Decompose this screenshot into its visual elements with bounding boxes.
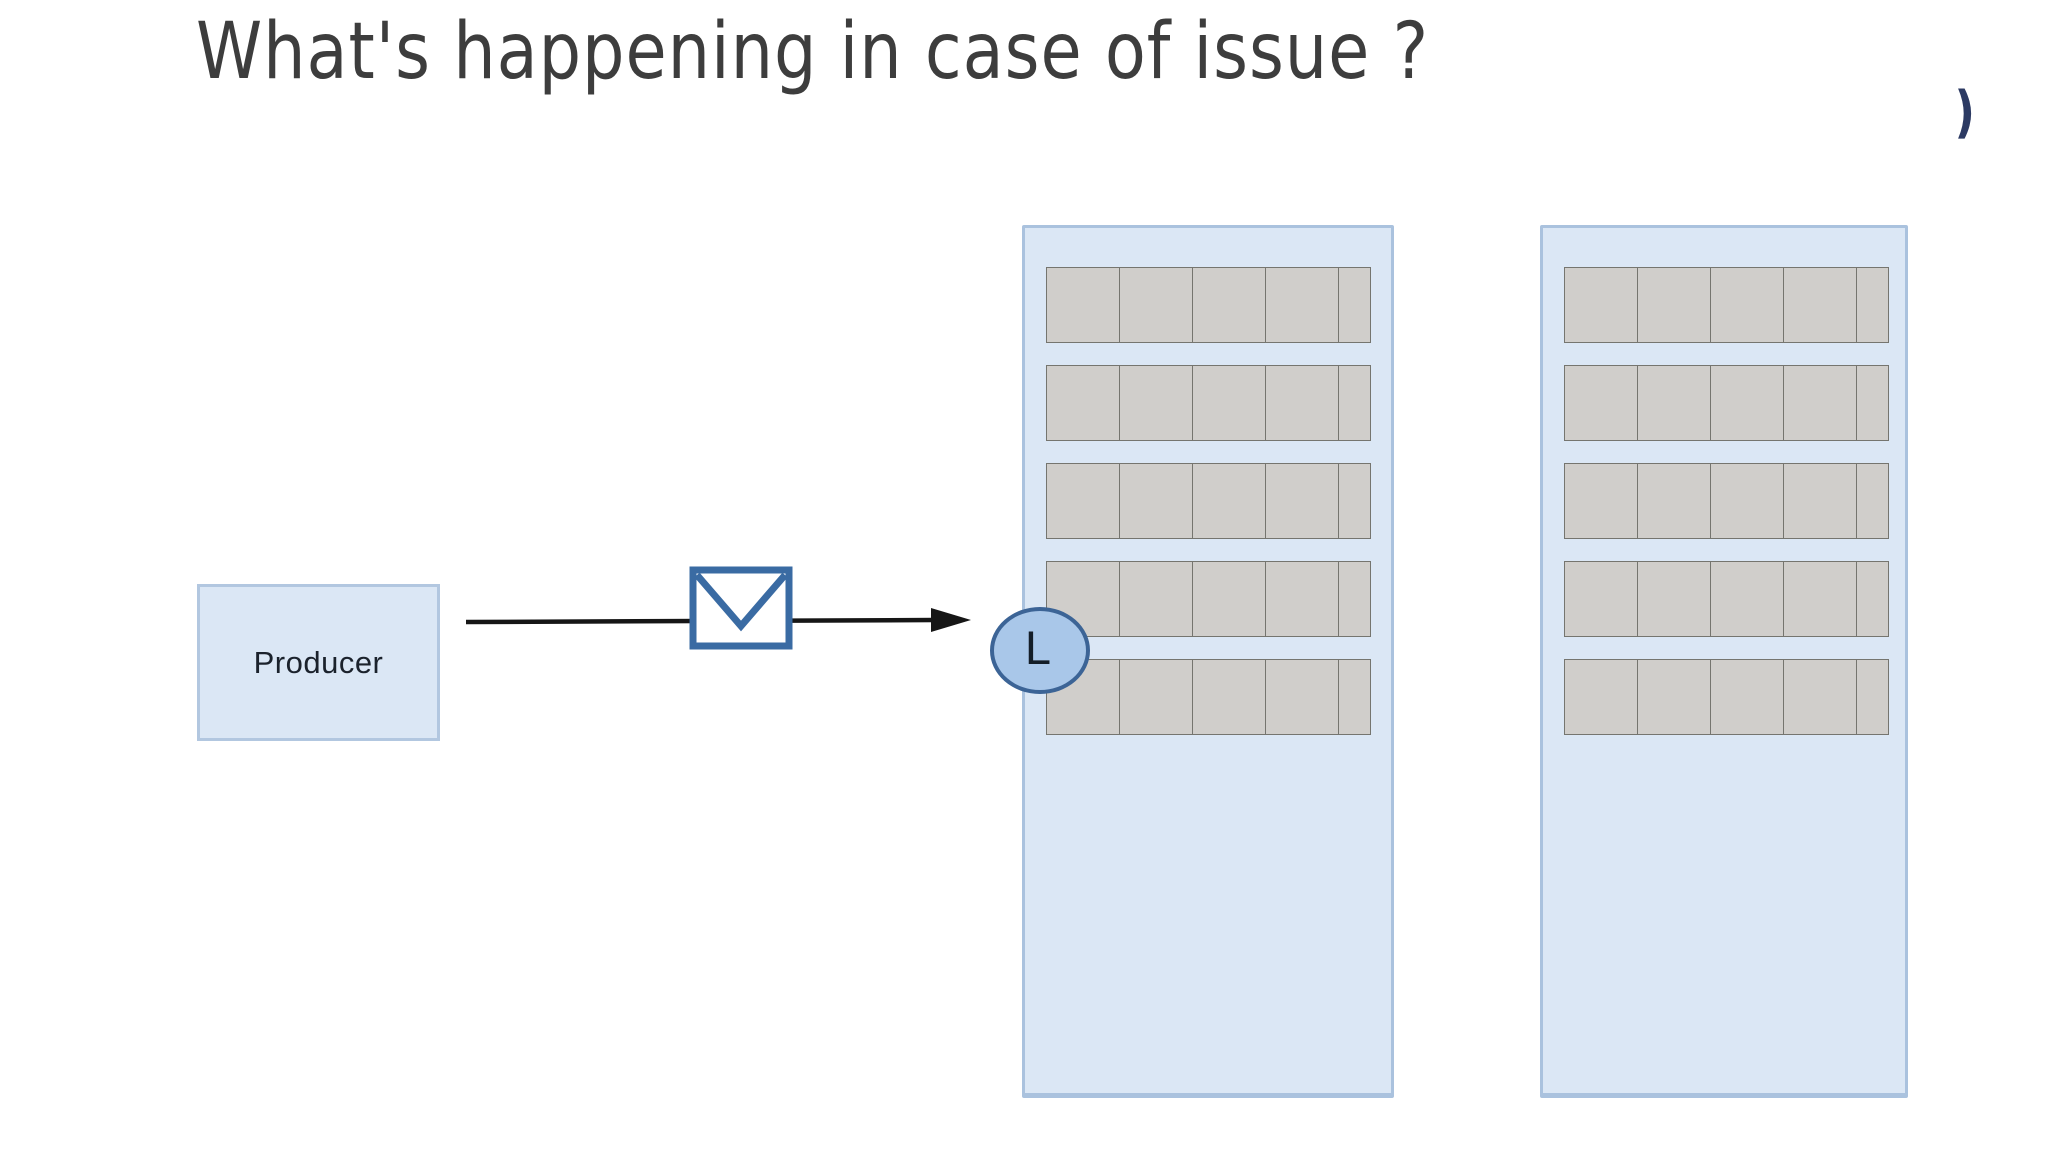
- log-segment: [1710, 267, 1785, 343]
- log-segment: [1783, 463, 1858, 539]
- log-segment: [1046, 365, 1121, 441]
- log-segment: [1192, 365, 1267, 441]
- log-segment-partial: [1856, 463, 1889, 539]
- partition-row: [1564, 365, 1889, 441]
- log-segment: [1265, 561, 1340, 637]
- log-segment: [1119, 267, 1194, 343]
- log-segment: [1192, 659, 1267, 735]
- partition-row: [1564, 463, 1889, 539]
- log-segment: [1265, 267, 1340, 343]
- envelope-icon: [689, 566, 793, 650]
- log-segment-partial: [1856, 267, 1889, 343]
- log-segment: [1265, 365, 1340, 441]
- log-segment-partial: [1856, 365, 1889, 441]
- log-segment: [1710, 659, 1785, 735]
- log-segment: [1637, 561, 1712, 637]
- leader-badge: L: [990, 607, 1090, 694]
- log-segment: [1710, 561, 1785, 637]
- log-segment: [1119, 365, 1194, 441]
- producer-node: Producer: [197, 584, 440, 741]
- log-segment: [1119, 463, 1194, 539]
- log-segment: [1564, 659, 1639, 735]
- partition-row: [1564, 267, 1889, 343]
- log-segment: [1564, 365, 1639, 441]
- partition-row: [1046, 659, 1371, 735]
- log-segment: [1265, 659, 1340, 735]
- log-segment: [1564, 267, 1639, 343]
- log-segment-partial: [1338, 659, 1371, 735]
- log-segment: [1046, 267, 1121, 343]
- log-segment: [1265, 463, 1340, 539]
- log-segment: [1637, 659, 1712, 735]
- partition-row: [1046, 267, 1371, 343]
- log-segment: [1046, 463, 1121, 539]
- producer-label: Producer: [253, 644, 384, 680]
- log-segment-partial: [1338, 463, 1371, 539]
- log-segment-partial: [1338, 365, 1371, 441]
- log-segment: [1637, 267, 1712, 343]
- log-segment-partial: [1338, 561, 1371, 637]
- slide-title: What's happening in case of issue ?: [196, 6, 1430, 98]
- partition-row: [1046, 365, 1371, 441]
- broker-1-partitions: [1046, 267, 1371, 735]
- leader-label: L: [1024, 621, 1052, 674]
- partition-row: [1046, 463, 1371, 539]
- log-segment: [1783, 659, 1858, 735]
- log-segment: [1783, 365, 1858, 441]
- log-segment: [1564, 561, 1639, 637]
- log-segment: [1783, 561, 1858, 637]
- log-segment: [1564, 463, 1639, 539]
- broker-2-partitions: [1564, 267, 1889, 735]
- log-segment: [1637, 365, 1712, 441]
- log-segment-partial: [1856, 561, 1889, 637]
- log-segment: [1119, 659, 1194, 735]
- log-segment: [1192, 463, 1267, 539]
- log-segment: [1192, 267, 1267, 343]
- broker-2-node: [1540, 225, 1908, 1098]
- log-segment: [1710, 365, 1785, 441]
- log-segment: [1783, 267, 1858, 343]
- partition-row: [1046, 561, 1371, 637]
- corner-pen-mark: ): [1954, 80, 1976, 145]
- log-segment-partial: [1338, 267, 1371, 343]
- log-segment: [1119, 561, 1194, 637]
- partition-row: [1564, 561, 1889, 637]
- log-segment: [1192, 561, 1267, 637]
- log-segment: [1637, 463, 1712, 539]
- partition-row: [1564, 659, 1889, 735]
- log-segment-partial: [1856, 659, 1889, 735]
- log-segment: [1710, 463, 1785, 539]
